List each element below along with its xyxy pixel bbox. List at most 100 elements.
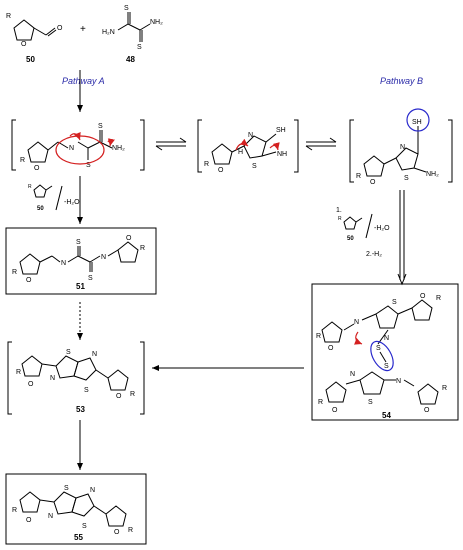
atom-N: N: [92, 351, 97, 358]
red-arrowhead: [69, 131, 81, 141]
atom-O: O: [424, 407, 430, 414]
atom-O: O: [420, 293, 426, 300]
atom-S: S: [82, 523, 87, 530]
atom-R: R: [316, 333, 321, 340]
atom-O: O: [332, 407, 338, 414]
atom-R: R: [28, 184, 32, 190]
atom-R: R: [318, 399, 323, 406]
atom-O: O: [26, 517, 32, 524]
compound-label-51: 51: [76, 282, 85, 291]
atom-S: S: [98, 123, 103, 130]
compound-53-structure: R O S N N S O R: [7, 341, 145, 415]
atom-S: S: [124, 5, 129, 12]
atom-S: S: [84, 387, 89, 394]
atom-O: O: [114, 529, 120, 536]
compound-label-48: 48: [126, 55, 135, 64]
compound-54-structure: S N O R N R O S S S N R O N O R: [316, 293, 447, 414]
compound-label-55: 55: [74, 533, 83, 542]
red-arrowhead: [235, 138, 249, 151]
atom-N: N: [50, 375, 55, 382]
atom-S: S: [404, 175, 409, 182]
atom-R: R: [436, 295, 441, 302]
atom-N: N: [90, 487, 95, 494]
atom-N: N: [396, 378, 401, 385]
atom-N: N: [350, 371, 355, 378]
arrow-to-54: [397, 190, 407, 286]
atom-S: S: [137, 44, 142, 51]
atom-R: R: [140, 245, 145, 252]
compound-50-structure: R O O: [6, 13, 63, 48]
atom-N: N: [400, 144, 405, 151]
blue-highlight-circle: [406, 108, 430, 132]
atom-SH: SH: [412, 119, 422, 126]
atom-H2N: H₂N: [102, 29, 115, 36]
red-arrowhead: [107, 138, 115, 147]
step-1-label: 1.: [336, 207, 342, 214]
atom-R: R: [128, 527, 133, 534]
compound-55-structure: R O S N N S O R: [12, 485, 133, 536]
plus-sign: +: [80, 24, 86, 35]
intermediate-a: R O N S S NH₂: [11, 119, 145, 172]
atom-S: S: [66, 349, 71, 356]
compound-label-50: 50: [26, 55, 35, 64]
atom-NH2: NH₂: [426, 171, 439, 178]
atom-S: S: [368, 399, 373, 406]
atom-NH2: NH₂: [150, 19, 163, 26]
atom-O: O: [26, 277, 32, 284]
reagent-50-small-a: R 50 -H₂O: [28, 184, 80, 212]
atom-NH: NH: [277, 151, 287, 158]
compound-51-structure: R O N S S N O R: [12, 235, 145, 284]
atom-R: R: [16, 369, 21, 376]
step-2-label: 2.-H₂: [366, 251, 382, 258]
atom-N: N: [248, 132, 253, 139]
atom-N: N: [69, 145, 74, 152]
compound-label-50-small: 50: [37, 206, 44, 212]
pathway-b-label: Pathway B: [380, 76, 423, 86]
atom-R: R: [442, 385, 447, 392]
atom-N: N: [101, 254, 106, 261]
atom-NH2: NH₂: [112, 145, 125, 152]
compound-55-box: [5, 473, 147, 545]
blue-highlight-circle: [370, 340, 394, 372]
atom-S: S: [252, 163, 257, 170]
reagent-50-small-b: 1. R 50 -H₂O 2.-H₂: [336, 207, 390, 258]
pathway-a-label: Pathway A: [62, 76, 105, 86]
atom-O: O: [21, 41, 27, 48]
equilibrium-arrow-1: [155, 137, 187, 151]
atom-S: S: [64, 485, 69, 492]
atom-H: H: [238, 149, 243, 156]
intermediate-middle: R O N S H SH NH: [197, 119, 299, 174]
atom-N: N: [384, 335, 389, 342]
reagent-minus-h2o: -H₂O: [374, 225, 390, 232]
reagent-minus-h2o: -H₂O: [64, 199, 80, 206]
atom-O: O: [218, 167, 224, 174]
atom-O: O: [126, 235, 132, 242]
red-arrowhead: [269, 142, 280, 151]
atom-R: R: [6, 13, 11, 20]
compound-54-box: [311, 283, 459, 421]
atom-N: N: [48, 513, 53, 520]
atom-O: O: [370, 179, 376, 186]
atom-R: R: [12, 507, 17, 514]
atom-N: N: [354, 319, 359, 326]
atom-R: R: [356, 173, 361, 180]
atom-R: R: [338, 216, 342, 222]
compound-51-box: [5, 227, 157, 295]
atom-O: O: [28, 381, 34, 388]
atom-O: O: [116, 393, 122, 400]
red-arrowhead: [353, 331, 363, 345]
compound-label-54: 54: [382, 411, 391, 420]
equilibrium-arrow-2: [305, 137, 337, 151]
atom-O: O: [57, 25, 63, 32]
compound-label-50-small: 50: [347, 236, 354, 242]
atom-S: S: [76, 239, 81, 246]
atom-R: R: [204, 161, 209, 168]
atom-R: R: [130, 391, 135, 398]
atom-N: N: [61, 260, 66, 267]
atom-S: S: [88, 275, 93, 282]
atom-S: S: [376, 345, 381, 352]
atom-SH: SH: [276, 127, 286, 134]
atom-O: O: [34, 165, 40, 172]
atom-R: R: [12, 269, 17, 276]
